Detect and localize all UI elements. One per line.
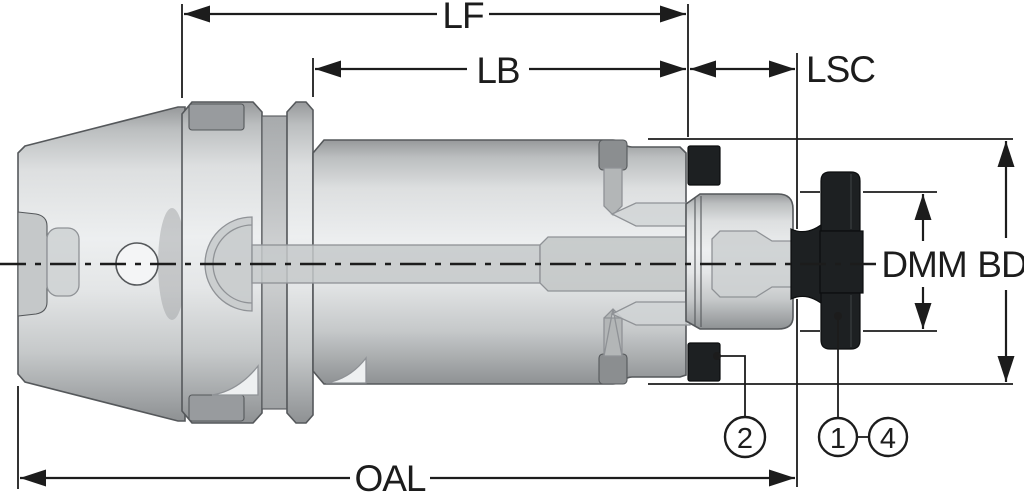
callout-1-number: 1 <box>830 423 846 455</box>
dim-label-dmm: DMM <box>881 244 966 285</box>
dim-lsc: LSC <box>690 49 876 487</box>
flange-drive-slot-ghost <box>211 364 259 396</box>
callout-2-number: 2 <box>737 423 753 455</box>
shank-grip-recess <box>17 211 48 317</box>
flange-notch-bottom <box>188 394 245 422</box>
callout-2-circle <box>723 415 767 459</box>
dim-dmm: DMM <box>800 191 968 332</box>
pilot-cylinder <box>685 193 794 330</box>
bd-arrow-up <box>997 141 1015 167</box>
dim-label-lsc: LSC <box>806 49 875 90</box>
dim-label-lf: LF <box>442 0 484 36</box>
dim-label-oal: OAL <box>354 458 425 493</box>
dome-ghost <box>204 216 253 312</box>
shank-bore-ghost <box>46 227 80 297</box>
dim-label-lb: LB <box>476 50 519 91</box>
oal-arrow-left <box>20 469 46 487</box>
callout-2: 2 <box>713 352 767 459</box>
dim-lf: LF <box>181 0 689 137</box>
knob-top-band <box>820 171 861 232</box>
lsc-arrow-left <box>690 60 716 78</box>
dmm-arrow-down <box>914 303 932 329</box>
drive-key-top <box>687 145 721 186</box>
set-screw-hole-bottom <box>598 353 628 385</box>
callout-4-number: 4 <box>880 423 896 455</box>
lsc-arrow-right <box>769 60 795 78</box>
callout-1-4: 1 4 <box>817 312 909 458</box>
drive-key-bottom <box>687 342 721 382</box>
bd-arrow-down <box>997 356 1015 382</box>
lb-arrow-left <box>315 60 341 78</box>
set-screw-hole-top <box>598 139 628 171</box>
callout-4-circle <box>867 416 909 458</box>
dim-label-bd: BD <box>977 244 1024 285</box>
lb-arrow-right <box>660 60 686 78</box>
flange-notch-top <box>188 103 245 131</box>
dim-bd: BD <box>648 138 1024 385</box>
knob-bottom-band <box>820 292 861 350</box>
barrel-drive-slot-ghost <box>325 356 367 384</box>
oal-arrow-right <box>769 469 795 487</box>
coolant-tube-ghost <box>251 244 541 284</box>
callout-2-leader <box>717 355 746 416</box>
dmm-arrow-up <box>914 194 932 220</box>
lf-arrow-left <box>184 5 210 23</box>
knob-middle-band <box>819 230 864 294</box>
clamp-screw <box>790 171 864 350</box>
dim-oal: OAL <box>17 386 795 493</box>
dim-lb: LB <box>312 50 686 97</box>
lf-arrow-right <box>660 5 686 23</box>
set-screw-stem-top <box>603 167 623 216</box>
